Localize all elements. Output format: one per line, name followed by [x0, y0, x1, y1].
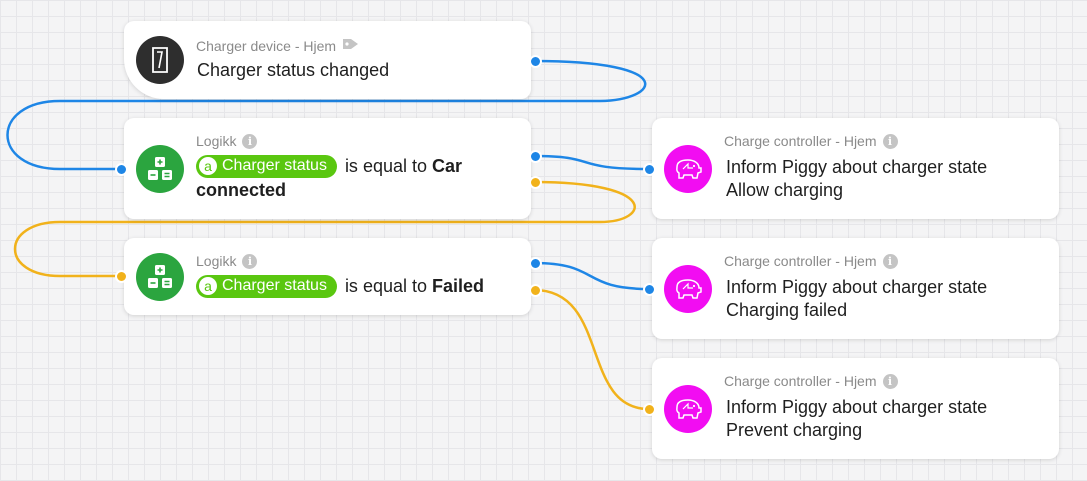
piggy-bank-icon: [664, 385, 712, 433]
trigger-title: Charger status changed: [197, 60, 390, 80]
trigger-output-port[interactable]: [529, 55, 542, 68]
condition1-operator: is equal to: [344, 156, 427, 176]
condition1-false-port[interactable]: [529, 176, 542, 189]
info-icon[interactable]: i: [242, 133, 258, 149]
info-icon[interactable]: i: [242, 253, 258, 269]
trigger-subtitle: Charger device - Hjem: [196, 37, 360, 54]
info-icon[interactable]: i: [882, 133, 898, 149]
action1-line2: Allow charging: [726, 180, 844, 200]
wire-condition2-false-to-action3[interactable]: [533, 288, 650, 411]
token-type-icon: a: [199, 157, 217, 175]
condition1-input-port[interactable]: [115, 163, 128, 176]
condition2-true-port[interactable]: [529, 257, 542, 270]
action2-line1: Inform Piggy about charger state: [726, 277, 988, 297]
action1-input-port[interactable]: [643, 163, 656, 176]
condition2-operator: is equal to: [344, 276, 427, 296]
action3-title: Inform Piggy about charger state Prevent…: [726, 396, 987, 442]
action3-subtitle: Charge controller - Hjem i: [724, 373, 898, 389]
charger-device-icon: [136, 36, 184, 84]
action1-title: Inform Piggy about charger state Allow c…: [726, 156, 987, 202]
action1-subtitle: Charge controller - Hjem i: [724, 133, 898, 149]
action2-input-port[interactable]: [643, 283, 656, 296]
info-icon[interactable]: i: [882, 373, 898, 389]
action3-line2: Prevent charging: [726, 420, 863, 440]
condition2-subtitle: Logikk i: [196, 253, 258, 269]
piggy-bank-icon: [664, 145, 712, 193]
condition1-true-port[interactable]: [529, 150, 542, 163]
trigger-card[interactable]: Charger device - Hjem Charger status cha…: [124, 21, 531, 99]
action2-subtitle: Charge controller - Hjem i: [724, 253, 898, 269]
wire-condition2-true-to-action2[interactable]: [533, 261, 650, 291]
info-icon[interactable]: i: [882, 253, 898, 269]
action-card-1[interactable]: Charge controller - Hjem i Inform Piggy …: [652, 118, 1059, 219]
action1-line1: Inform Piggy about charger state: [726, 157, 988, 177]
action3-input-port[interactable]: [643, 403, 656, 416]
condition1-subtitle: Logikk i: [196, 133, 258, 149]
token-type-icon: a: [199, 277, 217, 295]
wire-condition1-true-to-action1[interactable]: [533, 154, 650, 171]
action-card-2[interactable]: Charge controller - Hjem i Inform Piggy …: [652, 238, 1059, 339]
condition2-input-port[interactable]: [115, 270, 128, 283]
action-card-3[interactable]: Charge controller - Hjem i Inform Piggy …: [652, 358, 1059, 459]
action2-line2: Charging failed: [726, 300, 848, 320]
action3-line1: Inform Piggy about charger state: [726, 397, 988, 417]
action2-title: Inform Piggy about charger state Chargin…: [726, 276, 987, 322]
condition2-value: Failed: [432, 276, 485, 296]
logic-icon: [136, 145, 184, 193]
condition2-false-port[interactable]: [529, 284, 542, 297]
tag-icon[interactable]: [342, 37, 360, 54]
piggy-bank-icon: [664, 265, 712, 313]
logic-icon: [136, 253, 184, 301]
